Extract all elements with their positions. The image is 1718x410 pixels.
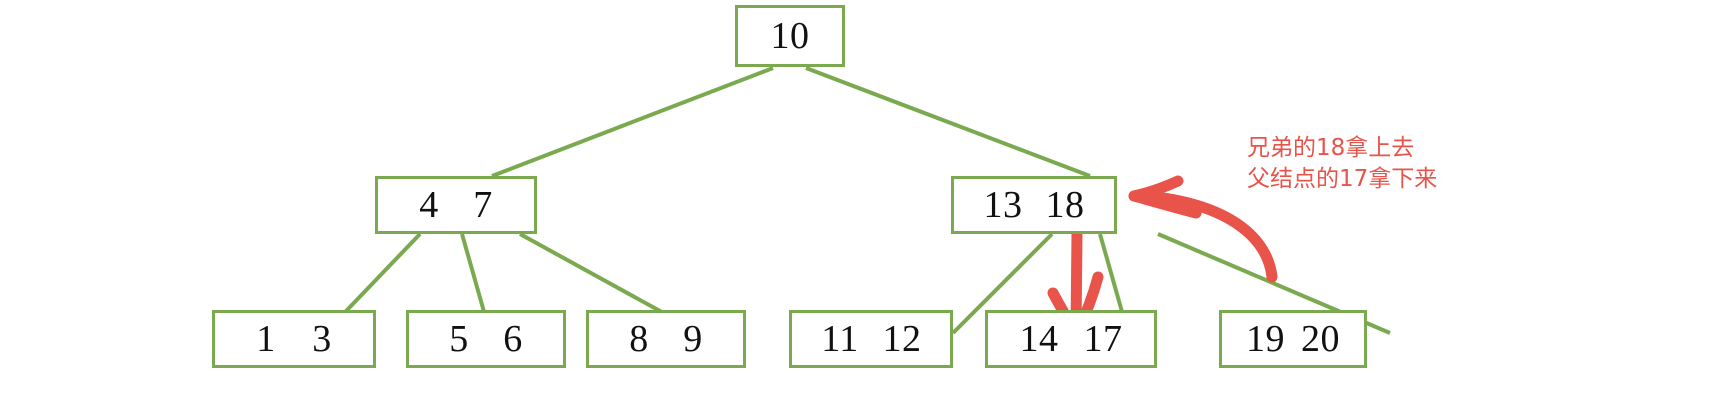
node-leaf-6-key-1: 20 (1301, 318, 1340, 360)
node-root[interactable]: 10 (735, 5, 845, 67)
node-internal-right-key-1: 18 (1045, 184, 1085, 226)
arrow-curved-stroke (1140, 190, 1278, 283)
edge-root-to-right-internal (805, 66, 1091, 178)
node-leaf-1-key-0: 1 (256, 318, 276, 360)
annotation-line-2: 父结点的17拿下来 (1247, 166, 1438, 193)
arrow-curved-head-upper (1128, 175, 1184, 202)
annotation-line-1: 兄弟的18拿上去 (1247, 135, 1415, 161)
node-internal-left-key-0: 4 (419, 184, 439, 226)
node-leaf-6[interactable]: 19 20 (1219, 310, 1367, 368)
node-leaf-1-key-1: 3 (312, 318, 332, 360)
node-leaf-2-key-0: 5 (449, 318, 469, 360)
node-leaf-6-key-0: 19 (1246, 318, 1285, 360)
node-leaf-3-key-0: 8 (629, 318, 649, 360)
node-leaf-3[interactable]: 8 9 (586, 310, 746, 368)
node-root-key-0: 10 (770, 15, 810, 57)
node-leaf-4-key-0: 11 (821, 318, 859, 360)
node-leaf-2-key-1: 6 (503, 318, 523, 360)
arrow-curved-head-lower (1128, 190, 1202, 219)
node-leaf-5-key-1: 17 (1083, 318, 1123, 360)
node-leaf-5-key-0: 14 (1019, 318, 1059, 360)
node-leaf-3-key-1: 9 (683, 318, 703, 360)
annotation-note: 兄弟的18拿上去 父结点的17拿下来 (1247, 133, 1437, 195)
node-internal-right-key-0: 13 (983, 184, 1023, 226)
node-leaf-4-key-1: 12 (882, 318, 922, 360)
node-internal-left[interactable]: 4 7 (375, 176, 537, 234)
node-leaf-2[interactable]: 5 6 (406, 310, 566, 368)
node-leaf-1[interactable]: 1 3 (212, 310, 376, 368)
node-leaf-5[interactable]: 14 17 (985, 310, 1157, 368)
edge-root-to-left-internal (491, 66, 774, 178)
node-leaf-4[interactable]: 11 12 (789, 310, 953, 368)
node-internal-left-key-1: 7 (473, 184, 493, 226)
node-internal-right[interactable]: 13 18 (951, 176, 1117, 234)
